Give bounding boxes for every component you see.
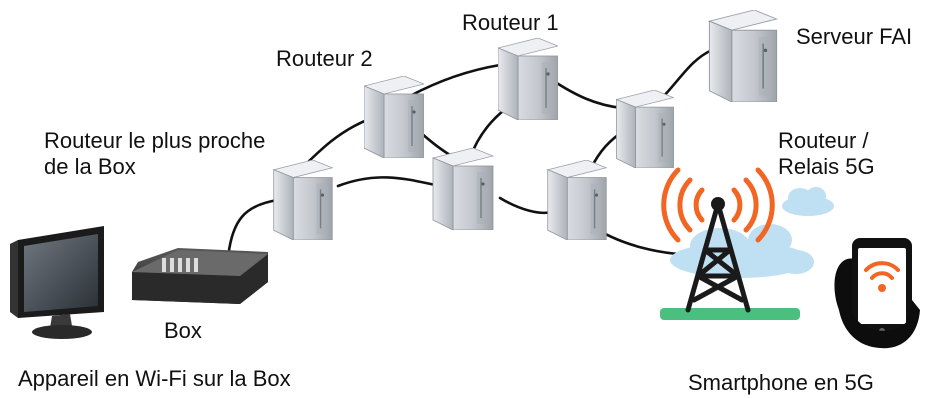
server-routeur1 (498, 38, 558, 120)
label-routeur2: Routeur 2 (276, 46, 373, 71)
label-routeur1: Routeur 1 (462, 10, 559, 35)
label-smartphone: Smartphone en 5G (688, 370, 874, 395)
server-lower (547, 160, 607, 240)
smartphone-icon (834, 238, 920, 349)
server-right (616, 90, 674, 168)
cable-box-to-router (226, 198, 280, 260)
server-middle (432, 148, 494, 230)
modem-box-icon (132, 248, 268, 304)
antenna-top (711, 197, 725, 211)
label-routeur-proche: Routeur le plus proche de la Box (44, 128, 266, 179)
ground-strip (660, 308, 800, 320)
label-appareil: Appareil en Wi-Fi sur la Box (18, 366, 291, 391)
label-routeur-relais: Routeur / Relais 5G (778, 128, 875, 179)
cable-router2-to-router1 (408, 63, 502, 98)
cable-router1-to-right (550, 78, 624, 110)
server-routeur2 (364, 76, 424, 158)
computer-monitor-icon (10, 226, 104, 339)
cloud-small (782, 187, 834, 216)
antenna-tower-icon (685, 201, 751, 313)
server-serveur-fai (708, 10, 778, 102)
cloud-large (670, 224, 814, 278)
label-box: Box (164, 318, 202, 343)
label-serveur-fai: Serveur FAI (796, 24, 913, 49)
server-routeur-proche (273, 160, 333, 240)
cable-right-to-serveur (658, 48, 714, 102)
cable-middle-to-lower (498, 196, 554, 215)
cable-closest-to-middle (336, 176, 442, 188)
signal-waves (661, 167, 775, 243)
